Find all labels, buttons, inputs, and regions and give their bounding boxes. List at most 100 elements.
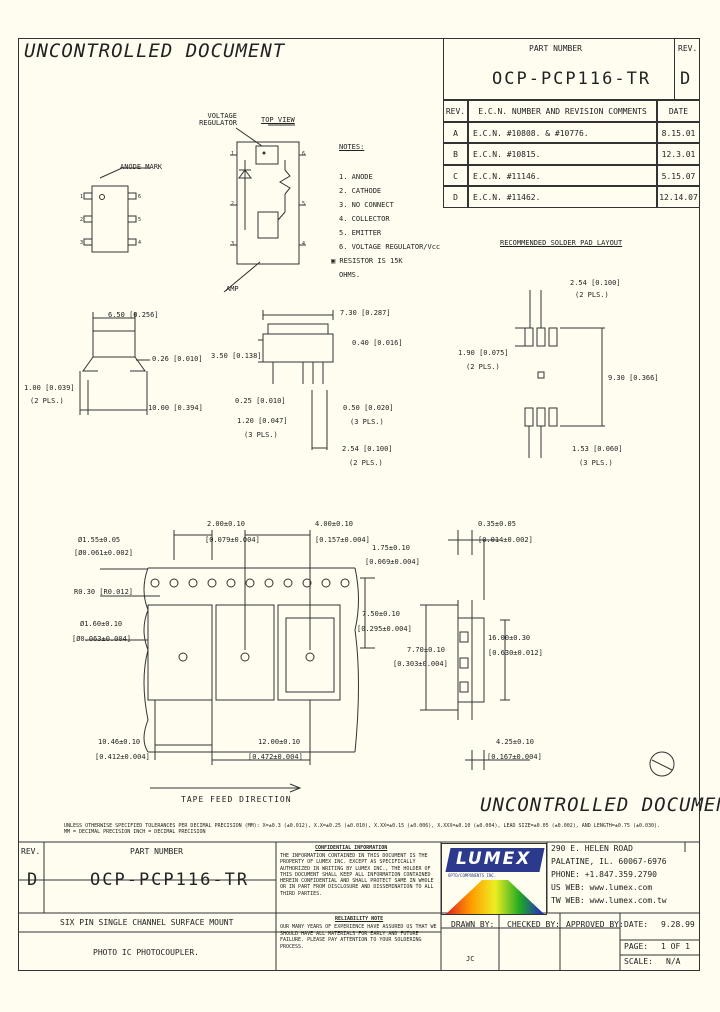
pin-label: 5 <box>302 201 306 207</box>
revision-cell: E.C.N. NUMBER AND REVISION COMMENTS <box>468 100 657 122</box>
tb-rev-label: REV. <box>21 847 41 856</box>
revision-cell: E.C.N. #10808. & #10776. <box>468 121 657 144</box>
watermark-bottom: UNCONTROLLED DOCUMENT <box>480 794 720 816</box>
revision-header: DATE <box>668 107 689 116</box>
revision-cell: 5.15.07 <box>657 164 700 187</box>
address-line: PALATINE, IL. 60067-6976 <box>551 857 667 866</box>
revision-cell: REV. <box>443 100 468 122</box>
pkg-pin-width-count: (3 PLS.) <box>244 431 278 439</box>
logo-rainbow <box>446 880 544 914</box>
revision-value: E.C.N. #11146. <box>473 171 541 181</box>
tape-hole-dia: Ø1.55±0.05 <box>78 536 121 544</box>
revision-value: D <box>453 193 458 203</box>
pin-label: 6 <box>302 151 306 157</box>
amp-label: AMP <box>226 285 239 293</box>
tolerance-note: UNLESS OTHERWISE SPECIFIED TOLERANCES PE… <box>64 823 661 835</box>
voltage-regulator-label: VOLTAGE REGULATOR <box>199 112 237 127</box>
revision-cell: D <box>443 186 468 208</box>
pad-span-dim: 9.30 [0.366] <box>608 374 659 382</box>
pin-label: 3 <box>231 241 235 247</box>
tape-center: 7.50±0.10 <box>362 610 400 618</box>
revision-value: A <box>453 128 458 138</box>
tape-pitch: 12.00±0.10 <box>258 738 301 746</box>
part-number-box: PART NUMBER OCP-PCP116-TR <box>443 38 675 100</box>
note-item: 1. ANODE <box>339 173 373 181</box>
tape-pocket-length-in: [0.412±0.004] <box>95 753 150 761</box>
pin-label: 1 <box>80 194 84 200</box>
scale-label: SCALE: <box>624 957 653 966</box>
pkg-width-dim: 6.50 [0.256] <box>108 311 159 319</box>
pkg-standoff-dim: 0.40 [0.016] <box>352 339 403 347</box>
revision-cell: A <box>443 121 468 144</box>
pkg-lead-thickness-dim: 0.26 [0.010] <box>152 355 203 363</box>
pad-pitch-count: (2 PLS.) <box>575 291 609 299</box>
pin-label: 2 <box>80 217 84 223</box>
revision-cell: 12.3.01 <box>657 143 700 165</box>
tape-width: 16.00±0.30 <box>488 634 531 642</box>
scale-value: N/A <box>666 957 681 966</box>
tape-depth-in: [0.167±0.004] <box>487 753 542 761</box>
tb-part-number-label: PART NUMBER <box>130 847 183 856</box>
date-label: DATE: <box>624 920 649 929</box>
pad-height-dim: 1.90 [0.075] <box>458 349 509 357</box>
rev-box: REV. D <box>674 38 700 100</box>
date-value: 9.28.99 <box>661 920 695 929</box>
tape-pocket-hole: Ø1.60±0.10 <box>80 620 123 628</box>
note-item: 5. EMITTER <box>339 229 382 237</box>
pkg-overall-dim: 10.00 [0.394] <box>148 404 203 412</box>
pkg-lead-length-count: (2 PLS.) <box>30 397 64 405</box>
address-line: TW WEB: www.lumex.com.tw <box>551 896 667 905</box>
revision-cell: C <box>443 164 468 187</box>
tb-description-1: SIX PIN SINGLE CHANNEL SURFACE MOUNT <box>60 918 234 927</box>
tb-part-number: OCP-PCP116-TR <box>90 870 250 890</box>
revision-value: E.C.N. #11462. <box>473 193 541 203</box>
revision-value: 12.14.07 <box>659 193 698 203</box>
note-item: 4. COLLECTOR <box>339 215 390 223</box>
note-item: 6. VOLTAGE REGULATOR/Vcc <box>339 243 441 251</box>
rev-value: D <box>680 69 693 89</box>
revision-header: E.C.N. NUMBER AND REVISION COMMENTS <box>478 107 647 116</box>
reliability-text: OUR MANY YEARS OF EXPERIENCE HAVE ASSURE… <box>280 924 437 950</box>
confidential-title: CONFIDENTIAL INFORMATION <box>315 845 388 851</box>
rev-label: REV. <box>678 44 698 53</box>
revision-cell: E.C.N. #10815. <box>468 143 657 165</box>
pin-label: 5 <box>138 217 142 223</box>
revision-value: 12.3.01 <box>661 150 696 160</box>
pkg-foot-dim: 0.25 [0.010] <box>235 397 286 405</box>
drawing-frame <box>18 38 700 971</box>
revision-cell: DATE <box>657 100 700 122</box>
pkg-lead-width-dim: 0.50 [0.020] <box>343 404 394 412</box>
tb-rev-value: D <box>27 870 40 890</box>
notes-title: NOTES: <box>339 143 365 151</box>
note-item: 3. NO CONNECT <box>339 201 394 209</box>
revision-cell: E.C.N. #11462. <box>468 186 657 208</box>
tape-pocket-hole-in: [Ø0.063±0.004] <box>72 635 132 643</box>
pad-width-count: (3 PLS.) <box>579 459 613 467</box>
revision-value: E.C.N. #10815. <box>473 150 541 160</box>
revision-value: 5.15.07 <box>661 171 696 181</box>
checked-by-label: CHECKED BY: <box>507 920 560 929</box>
address-line: 290 E. HELEN ROAD <box>551 844 633 853</box>
pkg-pin-width-dim: 1.20 [0.047] <box>237 417 288 425</box>
pin-label: 6 <box>138 194 142 200</box>
tape-center-in: [0.295±0.004] <box>357 625 412 633</box>
tape-feed-direction: TAPE FEED DIRECTION <box>181 795 292 804</box>
revision-header: REV. <box>445 107 466 116</box>
tb-description-2: PHOTO IC PHOTOCOUPLER. <box>93 948 199 957</box>
note-item: ▣ RESISTOR IS 15K <box>331 257 403 265</box>
note-item: 2. CATHODE <box>339 187 382 195</box>
reliability-title: RELIABILITY NOTE <box>335 916 384 922</box>
drawn-by-label: DRAWN BY: <box>451 920 495 929</box>
pin-label: 4 <box>302 241 306 247</box>
tape-pocket-pitch: 4.00±0.10 <box>315 520 353 528</box>
tape-depth: 4.25±0.10 <box>496 738 534 746</box>
address-line: PHONE: +1.847.359.2790 <box>551 870 657 879</box>
pkg-pitch-count: (2 PLS.) <box>349 459 383 467</box>
tape-pitch-in: [0.472±0.004] <box>248 753 303 761</box>
drawn-by: JC <box>466 955 475 963</box>
pkg-lead-width-count: (3 PLS.) <box>350 418 384 426</box>
logo-text: LUMEX <box>456 849 532 869</box>
tape-width-in: [0.630±0.012] <box>488 649 543 657</box>
revision-value: E.C.N. #10808. & #10776. <box>473 128 589 138</box>
pin-label: 4 <box>138 240 142 246</box>
